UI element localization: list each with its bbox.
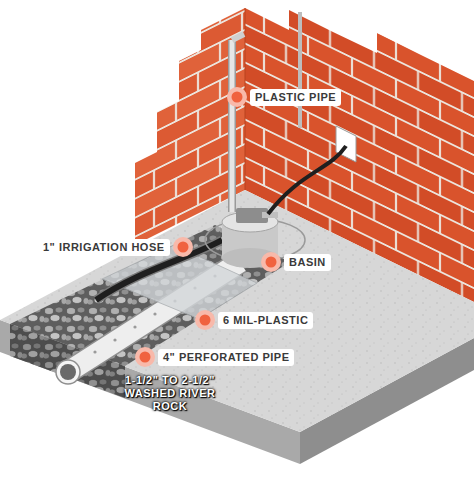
brick-wall-left: [135, 8, 245, 245]
plastic-pipe: [230, 40, 235, 212]
label-text: BASIN: [289, 256, 326, 268]
callout-label: 1-1/2" TO 2-1/2" WASHED RIVER ROCK: [109, 372, 231, 415]
basin-bottom: [222, 248, 278, 268]
label-text: PLASTIC PIPE: [255, 91, 336, 103]
callout-label: 4" PERFORATED PIPE: [158, 349, 294, 366]
label-text: 4" PERFORATED PIPE: [163, 351, 289, 363]
conduit: [298, 12, 302, 128]
power-cord: [268, 146, 346, 214]
callout-label: 1" IRRIGATION HOSE: [38, 239, 170, 256]
pipe-end: [56, 360, 80, 384]
plastic-pipe-outline: [228, 40, 236, 212]
pipe-bore: [60, 364, 76, 380]
label-text: 1" IRRIGATION HOSE: [43, 241, 165, 253]
callout-label: 6 MIL-PLASTIC: [218, 312, 313, 329]
callout-label: BASIN: [284, 254, 331, 271]
concrete-floor: [0, 190, 474, 432]
label-text: 1-1/2" TO 2-1/2" WASHED RIVER ROCK: [125, 374, 216, 412]
callout-label: PLASTIC PIPE: [250, 89, 341, 106]
label-text: 6 MIL-PLASTIC: [223, 314, 308, 326]
pipe-elbow: [232, 34, 244, 40]
